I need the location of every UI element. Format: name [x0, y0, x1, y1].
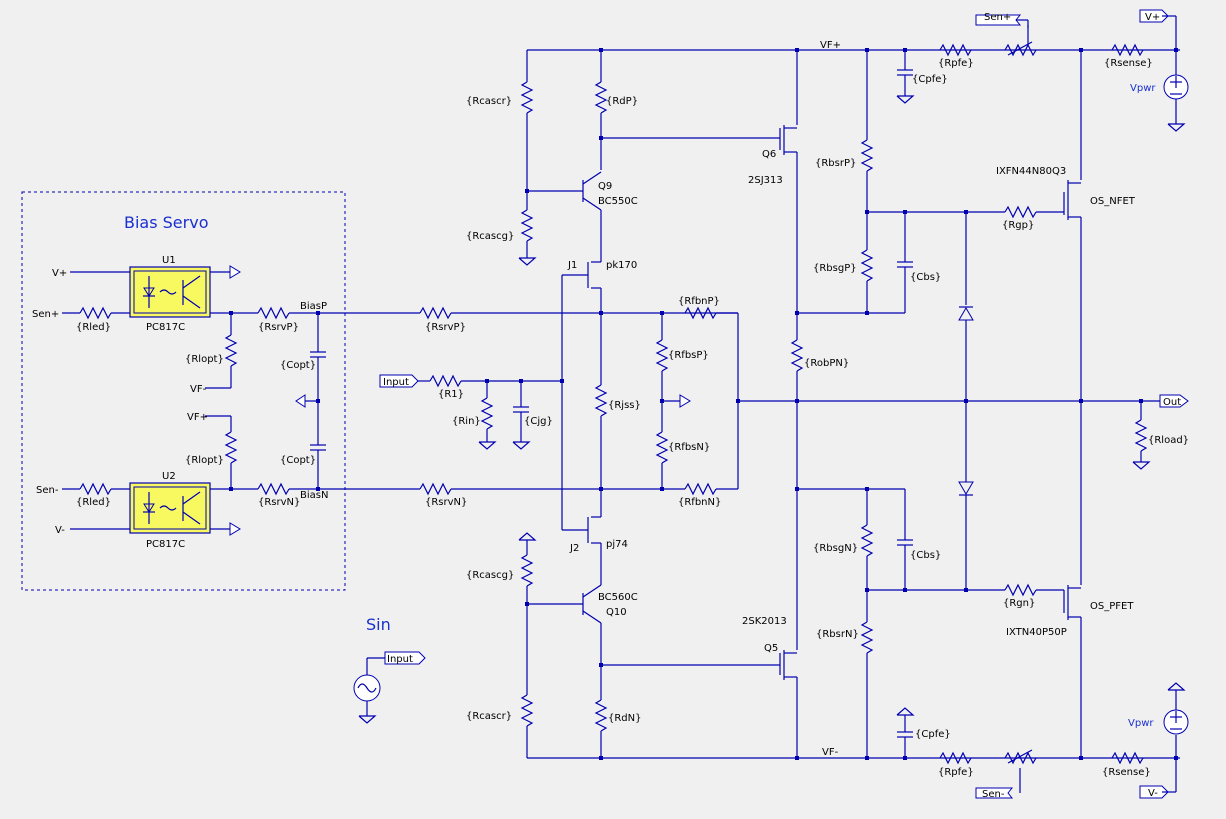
- label-j2: J2: [569, 543, 579, 554]
- label-rfbnp: {RfbnP}: [678, 296, 720, 307]
- label-j1: J1: [567, 260, 577, 271]
- label-rpfe1: {Rpfe}: [938, 58, 974, 69]
- sin-label: Sin: [366, 615, 391, 634]
- label-biasp: BiasP: [300, 301, 327, 312]
- label-rsrvp1: {RsrvP}: [258, 322, 299, 333]
- label-rlopt1: {Rlopt}: [185, 354, 224, 365]
- bias-servo-box: [21, 191, 346, 591]
- label-vplus-in: V+: [52, 268, 67, 279]
- label-osp: OS_PFET: [1090, 601, 1134, 612]
- label-ixfn: IXFN44N80Q3: [996, 166, 1066, 177]
- label-rcascg1: {Rcascg}: [466, 231, 514, 242]
- label-rfbsn: {RfbsN}: [668, 442, 710, 453]
- label-osn: OS_NFET: [1090, 196, 1136, 207]
- label-q6: Q6: [762, 149, 776, 160]
- servo-junctions: [229, 311, 320, 491]
- label-robpn: {RobPN}: [804, 358, 849, 369]
- bias-servo-title: Bias Servo: [124, 213, 208, 232]
- label-cjg: {Cjg}: [524, 416, 553, 427]
- label-senminus-bot: Sen-: [982, 789, 1005, 800]
- label-r1: {R1}: [438, 389, 464, 400]
- label-vfplus-s: VF+: [187, 412, 208, 423]
- label-rsrvn1: {RsrvN}: [258, 497, 300, 508]
- label-rpfe2: {Rpfe}: [938, 767, 974, 778]
- label-sk2013: 2SK2013: [742, 616, 787, 627]
- label-rbsgn: {RbsgN}: [813, 543, 858, 554]
- label-pj74: pj74: [606, 539, 628, 550]
- label-rcascr2: {Rcascr}: [466, 711, 512, 722]
- label-rled1: {Rled}: [76, 322, 111, 333]
- label-u1: U1: [162, 255, 176, 266]
- label-copt2: {Copt}: [280, 455, 316, 466]
- label-rdp: {RdP}: [606, 96, 638, 107]
- label-rfbnn: {RfbnN}: [678, 497, 721, 508]
- label-q9: Q9: [598, 181, 612, 192]
- label-senminus-in: Sen-: [36, 485, 59, 496]
- label-cpfe1: {Cpfe}: [912, 74, 948, 85]
- label-rsense1: {Rsense}: [1104, 58, 1153, 69]
- label-bc560: BC560C: [598, 592, 638, 603]
- label-rsrvn2: {RsrvN}: [425, 497, 467, 508]
- label-rled2: {Rled}: [76, 497, 111, 508]
- label-rsrvp2: {RsrvP}: [425, 322, 466, 333]
- label-senplus-top: Sen+: [984, 12, 1011, 23]
- sine-source: [353, 651, 426, 724]
- label-sj313: 2SJ313: [748, 175, 783, 186]
- label-pk170: pk170: [606, 260, 637, 271]
- label-u2: U2: [162, 471, 176, 482]
- label-biasn: BiasN: [300, 490, 328, 501]
- opto-u2: [129, 482, 211, 534]
- driver-junctions: [795, 48, 1178, 760]
- feedback-network: [655, 306, 1160, 496]
- label-bc550: BC550C: [598, 196, 638, 207]
- label-rjss: {Rjss}: [608, 400, 641, 411]
- output-stage: [896, 9, 1189, 799]
- input-junctions: [485, 379, 564, 383]
- label-vpwr2: Vpwr: [1128, 718, 1154, 729]
- servo-wiring: [62, 265, 420, 536]
- driver-stage: [779, 50, 1005, 758]
- label-rgp: {Rgp}: [1002, 220, 1034, 231]
- upper-cascode: [518, 49, 1180, 517]
- label-senplus-in: Sen+: [32, 309, 59, 320]
- label-rgn: {Rgn}: [1003, 598, 1035, 609]
- label-cbs2: {Cbs}: [910, 550, 941, 561]
- label-rdn: {RdN}: [608, 713, 642, 724]
- label-vminus-in: V-: [55, 525, 65, 536]
- label-vpwr1: Vpwr: [1130, 83, 1156, 94]
- mid-junctions: [525, 48, 740, 760]
- label-rbsgp: {RbsgP}: [813, 263, 857, 274]
- label-ixtn: IXTN40P50P: [1006, 627, 1067, 638]
- label-out: Out: [1163, 397, 1181, 408]
- label-q10: Q10: [606, 607, 627, 618]
- label-rcascg2: {Rcascg}: [466, 570, 514, 581]
- label-rsense2: {Rsense}: [1102, 767, 1151, 778]
- label-rcascr1: {Rcascr}: [466, 96, 512, 107]
- label-vminus-bot: V-: [1148, 788, 1158, 799]
- label-rin: {Rin}: [452, 416, 481, 427]
- label-rbsrn: {RbsrN}: [816, 629, 859, 640]
- label-cpfe2: {Cpfe}: [915, 729, 951, 740]
- label-copt1: {Copt}: [280, 360, 316, 371]
- label-sin-input: Input: [387, 654, 413, 665]
- label-rbsrp: {RbsrP}: [815, 158, 856, 169]
- label-vfplus: VF+: [820, 40, 841, 51]
- label-pc1: PC817C: [146, 322, 185, 333]
- label-input: Input: [383, 377, 409, 388]
- label-rlopt2: {Rlopt}: [185, 455, 224, 466]
- label-cbs1: {Cbs}: [910, 272, 941, 283]
- opto-u1: [129, 266, 211, 318]
- label-vfminus: VF-: [822, 747, 839, 758]
- label-pc2: PC817C: [146, 539, 185, 550]
- label-q5: Q5: [764, 643, 778, 654]
- label-rload: {Rload}: [1148, 435, 1189, 446]
- label-rfbsp: {RfbsP}: [668, 350, 709, 361]
- label-vplus-top: V+: [1145, 12, 1160, 23]
- label-vfminus-s: VF-: [190, 384, 207, 395]
